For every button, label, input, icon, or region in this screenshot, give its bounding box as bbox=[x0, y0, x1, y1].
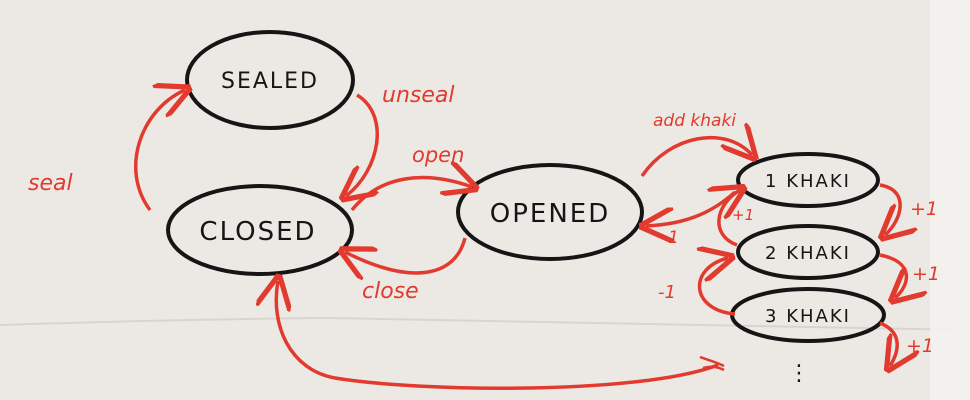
paper-fold bbox=[0, 316, 970, 331]
edge-khaki1-to-khaki2-label: +1 bbox=[910, 198, 938, 220]
continuation-ellipsis: ⋮ bbox=[788, 361, 812, 386]
edge-khaki3-to-more-label: +1 bbox=[906, 335, 934, 357]
node-khaki-2-label: 2 KHAKI bbox=[765, 243, 851, 264]
node-opened-label: OPENED bbox=[490, 199, 610, 229]
edge-unseal-label: unseal bbox=[382, 83, 454, 108]
edge-khaki3-to-more bbox=[879, 321, 897, 366]
edge-khaki3-to-khaki2-label: -1 bbox=[658, 282, 676, 303]
edge-return-to-closed bbox=[276, 281, 719, 390]
edge-seal bbox=[134, 90, 185, 212]
edge-open bbox=[350, 178, 472, 212]
node-khaki-1-label: 1 KHAKI bbox=[765, 171, 851, 192]
edge-khaki3-to-khaki2 bbox=[700, 258, 735, 316]
edge-khaki1-to-khaki2 bbox=[880, 183, 900, 235]
node-sealed-label: SEALED bbox=[221, 69, 319, 94]
edge-khaki1-to-opened-label: -1 bbox=[662, 228, 679, 248]
node-closed-label: CLOSED bbox=[199, 217, 316, 247]
edge-khaki2-to-khaki3 bbox=[879, 253, 906, 298]
edge-unseal bbox=[346, 93, 379, 196]
edge-add-khaki bbox=[640, 138, 752, 177]
edge-add-khaki-label: add khaki bbox=[653, 111, 736, 131]
node-khaki-3-label: 3 KHAKI bbox=[765, 306, 851, 327]
edge-khaki2-to-khaki1 bbox=[719, 190, 740, 247]
node-khaki-1: 1 KHAKI bbox=[736, 152, 880, 208]
node-sealed: SEALED bbox=[185, 30, 355, 130]
edge-seal-label: seal bbox=[28, 171, 73, 196]
scribble-mark bbox=[699, 355, 725, 372]
edge-close-label: close bbox=[362, 279, 419, 304]
paper-edge bbox=[930, 0, 970, 400]
edge-khaki2-to-khaki1-label: +1 bbox=[732, 206, 754, 224]
edge-open-label: open bbox=[412, 143, 464, 167]
edge-khaki2-to-khaki3-label: +1 bbox=[912, 263, 940, 285]
edge-close bbox=[345, 237, 467, 273]
